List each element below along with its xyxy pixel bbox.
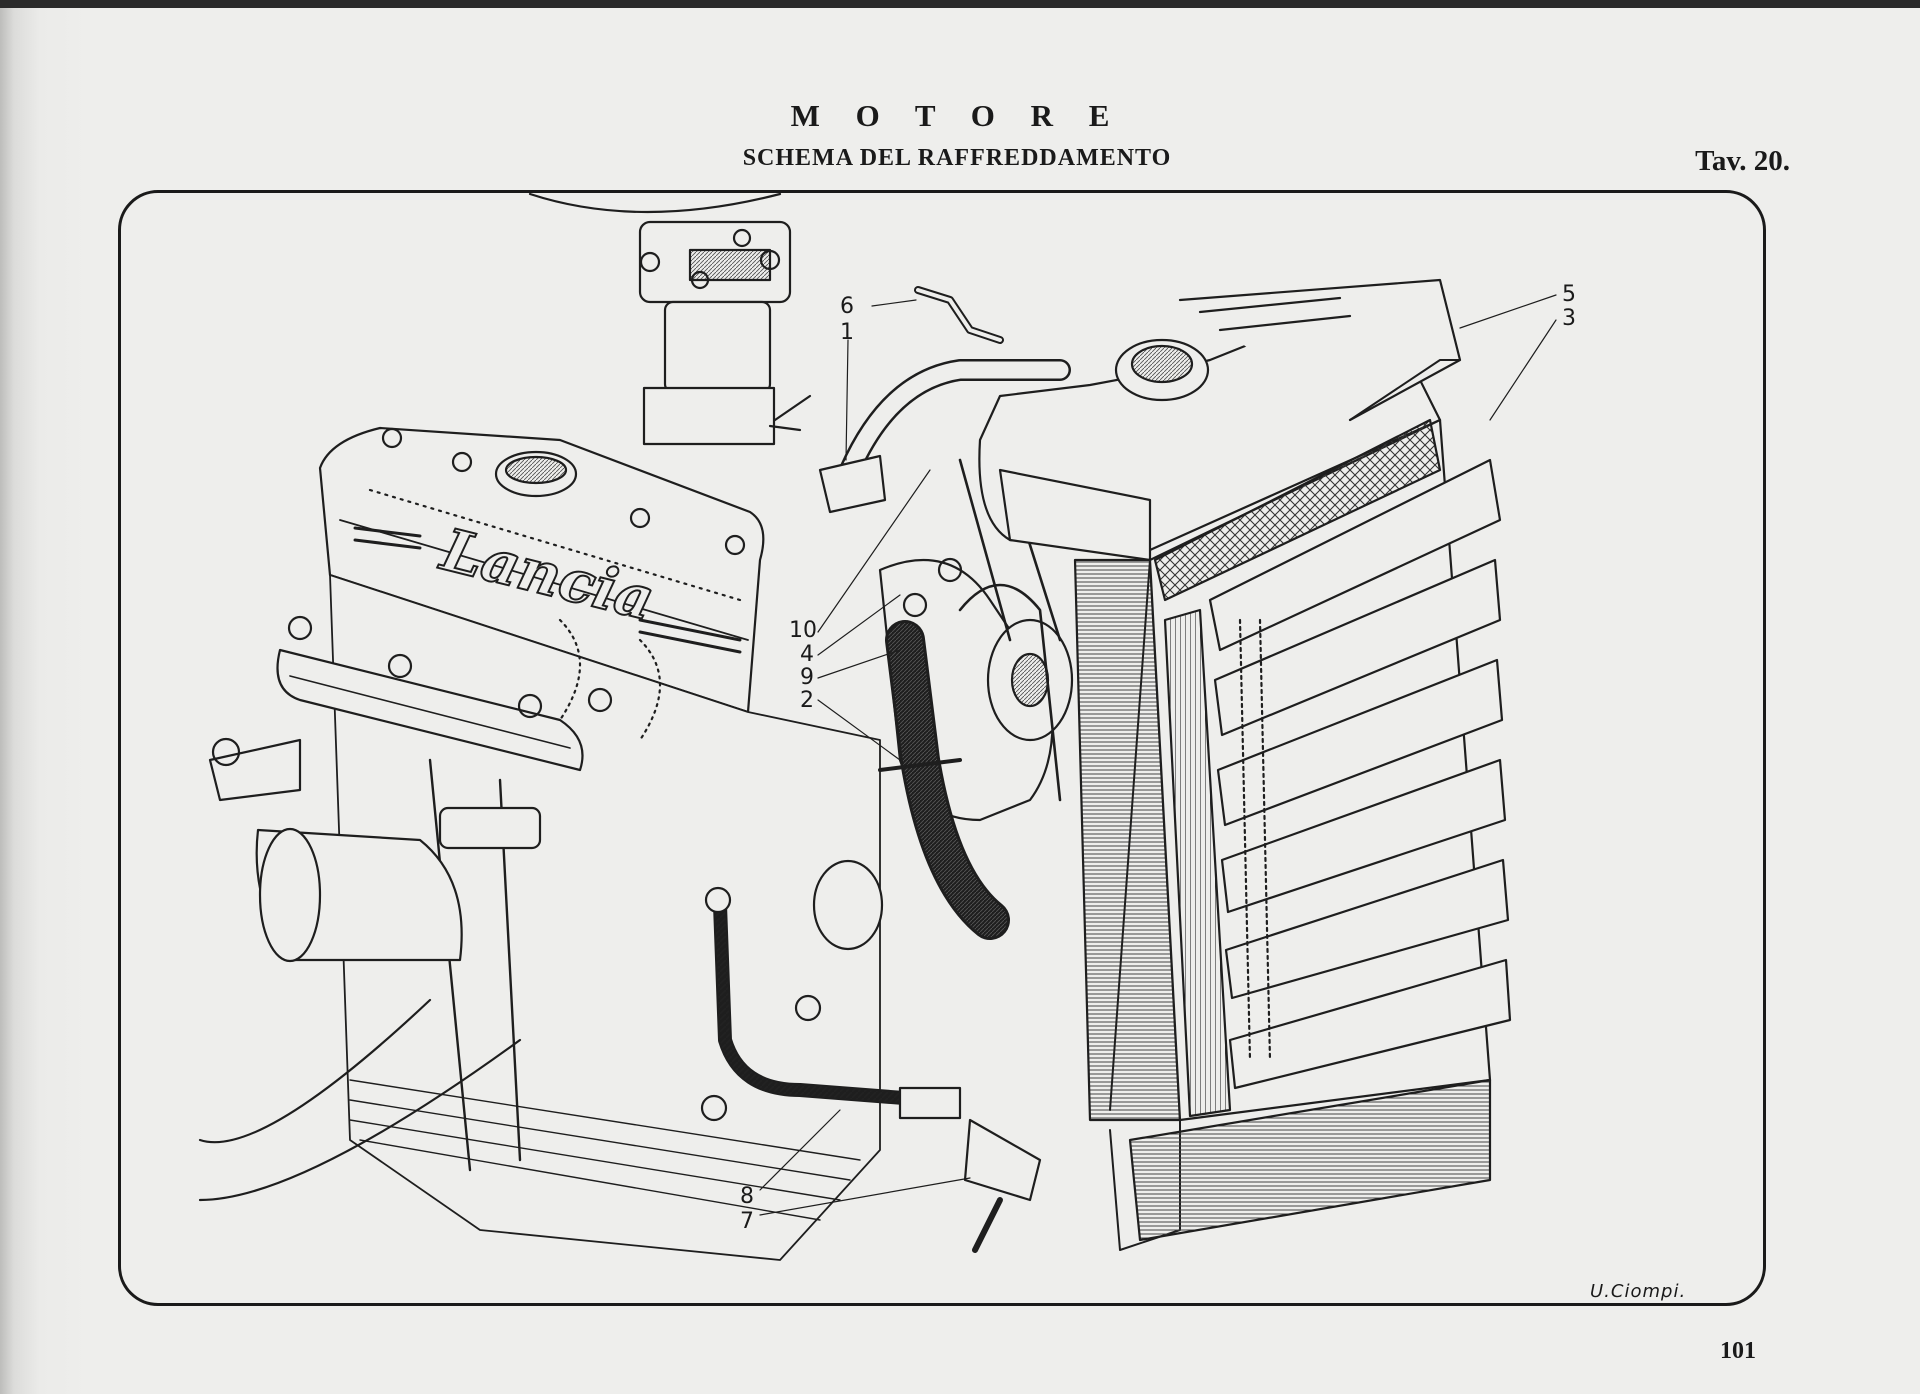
callout-10: 10 xyxy=(789,618,817,643)
callout-1: 1 xyxy=(840,320,854,345)
plate-frame xyxy=(118,190,1766,1306)
engine-block xyxy=(329,574,884,1261)
radiator-header-tank xyxy=(978,278,1462,562)
drain-tap xyxy=(963,1118,1042,1253)
air-filter-dome xyxy=(528,192,782,214)
artist-signature: U.Ciompi. xyxy=(1590,1281,1687,1302)
callout-8: 8 xyxy=(740,1184,754,1209)
section-subtitle: SCHEMA DEL RAFFREDDAMENTO xyxy=(742,145,1172,171)
page-number: 101 xyxy=(1720,1338,1756,1364)
callout-3: 3 xyxy=(1562,306,1576,331)
callout-6: 6 xyxy=(840,294,854,319)
callout-9: 9 xyxy=(800,665,814,690)
section-title: M O T O R E xyxy=(790,98,1124,133)
dynamo xyxy=(208,737,463,963)
radiator-core xyxy=(1073,418,1512,1251)
callout-4: 4 xyxy=(800,642,814,667)
plate-number: Tav. 20. xyxy=(1695,145,1790,177)
callout-7: 7 xyxy=(740,1209,754,1234)
leader-lines xyxy=(759,294,1557,1216)
upper-hose xyxy=(818,286,1071,514)
top-edge xyxy=(0,0,1920,8)
drain-hose xyxy=(704,886,962,1120)
carburettor xyxy=(638,220,812,446)
callout-2: 2 xyxy=(800,688,814,713)
lower-hose xyxy=(878,620,1010,940)
exhaust-manifold xyxy=(198,615,613,1202)
callout-5: 5 xyxy=(1562,282,1576,307)
